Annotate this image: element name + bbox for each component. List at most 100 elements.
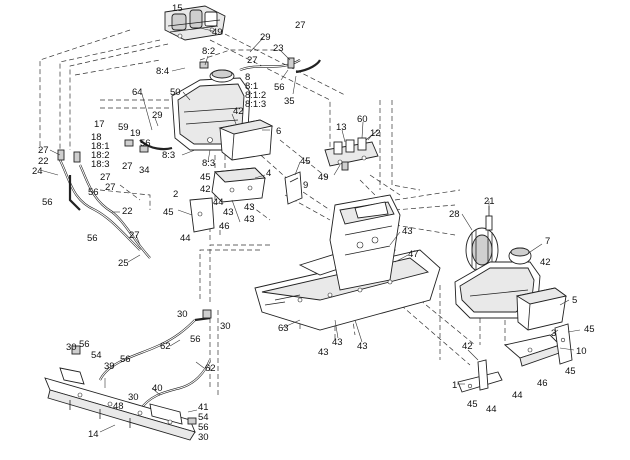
bracket-9: [284, 171, 303, 205]
callout-56: 56: [190, 334, 201, 345]
callout-1: 1: [452, 380, 457, 391]
callout-9: 9: [303, 180, 308, 191]
callout-12: 12: [370, 128, 381, 139]
callout-27: 27: [38, 145, 49, 156]
callout-44: 44: [486, 404, 497, 415]
callout-45: 45: [163, 207, 174, 218]
callout-54: 54: [91, 350, 102, 361]
basket-5: [515, 287, 568, 331]
callout-60: 60: [357, 114, 368, 125]
callout-45: 45: [200, 172, 211, 183]
callout-54: 54: [198, 412, 209, 423]
callout-43: 43: [244, 214, 255, 225]
callout-30: 30: [198, 432, 209, 443]
callout-4: 4: [266, 168, 271, 179]
callout-43: 43: [402, 226, 413, 237]
callout-15: 15: [172, 3, 183, 14]
callout-42: 42: [540, 257, 551, 268]
callout-8-3: 8:3: [202, 158, 215, 169]
callout-34: 34: [139, 165, 150, 176]
callout-22: 22: [38, 156, 49, 167]
callout-27: 27: [295, 20, 306, 31]
callout-45: 45: [300, 156, 311, 167]
callout-17: 17: [94, 119, 105, 130]
callout-21: 21: [484, 196, 495, 207]
bracket-2: [189, 197, 215, 233]
callout-45: 45: [565, 366, 576, 377]
callout-29: 29: [260, 32, 271, 43]
callout-30: 30: [220, 321, 231, 332]
callout-18-2: 18:2: [91, 150, 110, 161]
callout-25: 25: [118, 258, 129, 269]
leader-lines: [39, 27, 581, 433]
callout-40: 40: [152, 383, 163, 394]
callout-3: 3: [551, 328, 556, 339]
callout-5: 5: [572, 295, 577, 306]
callout-8-3: 8:3: [162, 150, 175, 161]
callout-24: 24: [32, 166, 43, 177]
callout-8-1-3: 8:1:3: [245, 99, 266, 110]
fittings: [57, 57, 349, 425]
callout-56: 56: [42, 197, 53, 208]
callout-8-1: 8:1: [245, 81, 258, 92]
callout-49: 49: [318, 172, 329, 183]
callout-27: 27: [105, 182, 116, 193]
callout-18-1: 18:1: [91, 141, 110, 152]
callout-56: 56: [120, 354, 131, 365]
callout-45: 45: [467, 399, 478, 410]
pump-assembly: [164, 5, 226, 41]
callout-46: 46: [537, 378, 548, 389]
callout-29: 29: [152, 110, 163, 121]
side-tank-7: [454, 247, 541, 319]
callout-56: 56: [88, 187, 99, 198]
callout-19: 19: [130, 128, 141, 139]
callout-8-2: 8:2: [202, 46, 215, 57]
callout-56: 56: [79, 339, 90, 350]
callout-30: 30: [128, 392, 139, 403]
callout-43: 43: [223, 207, 234, 218]
callout-56: 56: [140, 138, 151, 149]
callout-27: 27: [122, 161, 133, 172]
callout-56: 56: [198, 422, 209, 433]
callout-45: 45: [584, 324, 595, 335]
callout-42: 42: [462, 341, 473, 352]
callout-64: 64: [132, 87, 143, 98]
callout-18-3: 18:3: [91, 159, 110, 170]
callout-44: 44: [213, 197, 224, 208]
callout-63: 63: [278, 323, 289, 334]
callout-39: 39: [104, 361, 115, 372]
assembly-dashed-lines: [39, 29, 561, 395]
valve-manifold: [324, 129, 379, 167]
callout-30: 30: [177, 309, 188, 320]
bracket-4: [211, 167, 266, 203]
callout-44: 44: [512, 390, 523, 401]
callout-8-4: 8:4: [156, 66, 169, 77]
callout-14: 14: [88, 429, 99, 440]
callout-43: 43: [357, 341, 368, 352]
callout-28: 28: [449, 209, 460, 220]
callout-56: 56: [87, 233, 98, 244]
callout-27: 27: [129, 230, 140, 241]
callout-27: 27: [100, 172, 111, 183]
callout-46: 46: [219, 221, 230, 232]
callout-10: 10: [576, 346, 587, 357]
callout-7: 7: [545, 236, 550, 247]
callout-42: 42: [233, 106, 244, 117]
callout-18: 18: [91, 132, 102, 143]
callout-43: 43: [332, 337, 343, 348]
callout-6: 6: [276, 126, 281, 137]
callout-2: 2: [173, 189, 178, 200]
callout-27: 27: [247, 55, 258, 66]
callout-44: 44: [180, 233, 191, 244]
hose-reel: [465, 206, 499, 273]
spray-boom: [44, 367, 196, 441]
callout-8-1-2: 8:1:2: [245, 90, 266, 101]
callout-47: 47: [408, 249, 419, 260]
callout-48: 48: [113, 401, 124, 412]
basket-6: [218, 119, 274, 161]
bracket-10: [504, 334, 563, 367]
callout-62: 62: [160, 341, 171, 352]
callout-43: 43: [318, 347, 329, 358]
bracket-3: [554, 323, 573, 365]
